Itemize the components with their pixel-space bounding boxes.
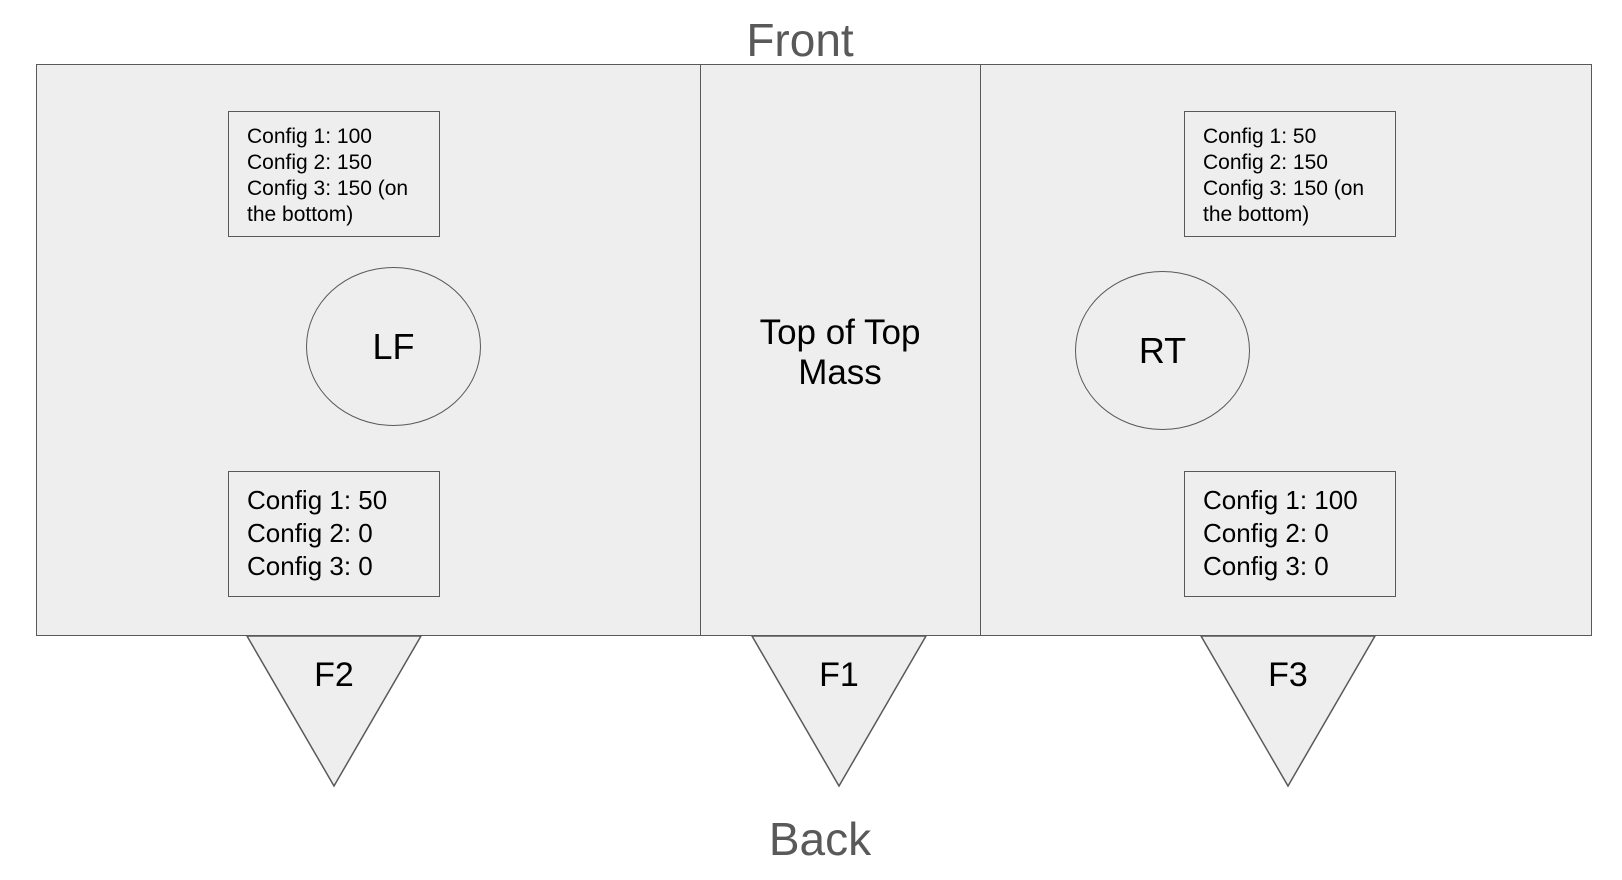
f2-label: F2 xyxy=(314,656,354,694)
config-line: Config 3: 0 xyxy=(247,551,373,581)
config-line: Config 2: 0 xyxy=(1203,518,1329,548)
config-line: Config 1: 50 xyxy=(247,485,388,515)
lf-circle: LF xyxy=(306,267,481,426)
rt-circle: RT xyxy=(1075,271,1250,430)
left-bottom-config-box: Config 1: 50 Config 2: 0 Config 3: 0 xyxy=(228,471,440,597)
front-label: Front xyxy=(746,14,854,66)
top-of-top-mass-label: Top of Top Mass xyxy=(759,313,921,392)
left-top-config-box: Config 1: 100 Config 2: 150 Config 3: 15… xyxy=(228,111,440,237)
f3-label: F3 xyxy=(1268,656,1308,694)
config-line: Config 1: 100 xyxy=(247,125,372,148)
rt-label: RT xyxy=(1138,329,1187,371)
config-line: Config 3: 0 xyxy=(1203,551,1329,581)
f1-label: F1 xyxy=(819,656,859,694)
right-bottom-config-box: Config 1: 100 Config 2: 0 Config 3: 0 xyxy=(1184,471,1396,597)
right-top-config-box: Config 1: 50 Config 2: 150 Config 3: 150… xyxy=(1184,111,1396,237)
config-line: Config 3: 150 (on the bottom) xyxy=(1203,177,1370,226)
config-line: Config 2: 150 xyxy=(1203,151,1328,174)
lf-label: LF xyxy=(372,325,415,367)
config-line: Config 3: 150 (on the bottom) xyxy=(247,177,414,226)
config-line: Config 1: 100 xyxy=(1203,485,1358,515)
config-line: Config 2: 150 xyxy=(247,151,372,174)
config-line: Config 2: 0 xyxy=(247,518,373,548)
back-label: Back xyxy=(768,813,872,865)
center-panel xyxy=(700,64,981,636)
config-line: Config 1: 50 xyxy=(1203,125,1317,148)
